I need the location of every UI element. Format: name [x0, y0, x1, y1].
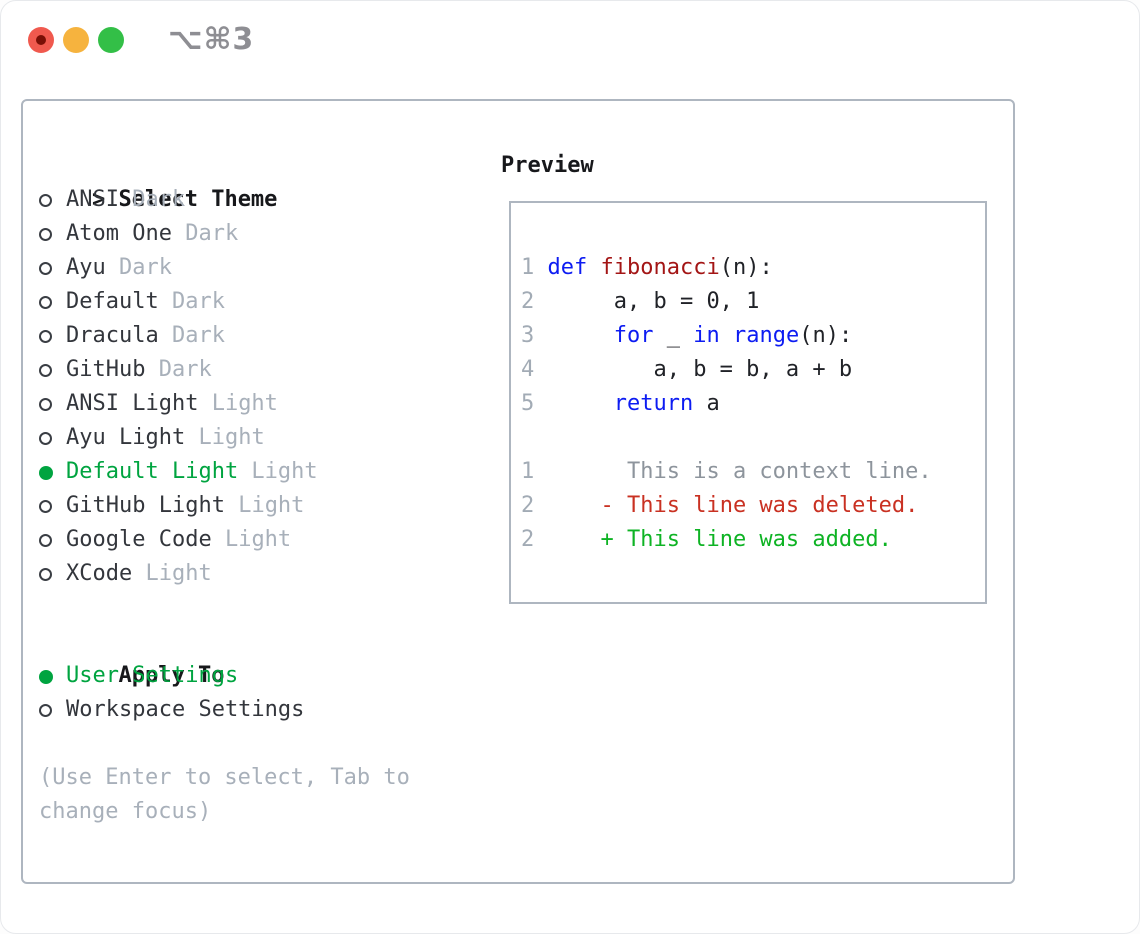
theme-variant-tag: Dark: [105, 255, 172, 280]
prompt-caret: >: [91, 187, 106, 212]
line-number: 4: [521, 357, 535, 382]
help-line: change focus): [39, 799, 212, 824]
apply-option-label: Workspace Settings: [66, 697, 305, 722]
theme-variant-tag: Dark: [158, 289, 225, 314]
radio-icon: [39, 296, 52, 309]
diff-line-context: 1 This is a context line.: [521, 455, 983, 489]
theme-name: Dracula: [66, 323, 159, 348]
radio-icon: [39, 262, 52, 275]
theme-name: GitHub: [66, 357, 146, 382]
apply-to-header: Apply To: [39, 625, 224, 688]
radio-icon: [39, 330, 52, 343]
radio-icon: [39, 432, 52, 445]
code-line: 1 def fibonacci(n):: [521, 255, 773, 280]
line-number: 2: [521, 527, 535, 552]
code-line: 4 a, b = b, a + b: [521, 357, 853, 382]
blank-line: [521, 421, 983, 455]
select-theme-heading: Select Theme: [118, 187, 278, 212]
diff-line-deleted: 2 - This line was deleted.: [521, 489, 983, 523]
preview-heading: Preview: [501, 153, 594, 178]
line-number: 3: [521, 323, 535, 348]
theme-name: Ayu Light: [66, 425, 186, 450]
theme-option-atom-one[interactable]: Atom One Dark: [39, 217, 318, 251]
line-number: 2: [521, 289, 535, 314]
close-button[interactable]: [28, 27, 54, 53]
radio-selected-icon: [39, 669, 53, 684]
zoom-button[interactable]: [98, 27, 124, 53]
preview-pane: 1 def fibonacci(n): 2 a, b = 0, 1 3 for _ …: [509, 201, 987, 604]
theme-variant-tag: Light: [132, 561, 212, 586]
line-number: 5: [521, 391, 535, 416]
radio-icon: [39, 228, 52, 241]
theme-option-ayu-light[interactable]: Ayu Light Light: [39, 421, 318, 455]
theme-name: XCode: [66, 561, 133, 586]
line-number: 2: [521, 493, 535, 518]
theme-option-dracula[interactable]: Dracula Dark: [39, 319, 318, 353]
theme-name: Default: [66, 289, 159, 314]
radio-icon: [39, 194, 52, 207]
apply-option-label: User Settings: [66, 663, 239, 688]
apply-option-workspace-settings[interactable]: Workspace Settings: [39, 693, 304, 727]
theme-name: ANSI Light: [66, 391, 199, 416]
radio-icon: [39, 364, 52, 377]
theme-option-default[interactable]: Default Dark: [39, 285, 318, 319]
theme-variant-tag: Light: [185, 425, 265, 450]
theme-variant-tag: Light: [198, 391, 278, 416]
theme-variant-tag: Light: [224, 493, 305, 518]
diff-text: This line was added.: [626, 527, 892, 552]
radio-selected-icon: [39, 465, 53, 480]
theme-option-github-light[interactable]: GitHub Light Light: [39, 489, 318, 523]
theme-option-ansi-light[interactable]: ANSI Light Light: [39, 387, 318, 421]
diff-text: This line was deleted.: [626, 493, 919, 518]
theme-variant-tag: Dark: [145, 357, 212, 382]
diff-marker: +: [600, 527, 614, 552]
apply-option-user-settings[interactable]: User Settings: [39, 659, 304, 693]
code-line: 2 a, b = 0, 1: [521, 289, 760, 314]
theme-option-xcode[interactable]: XCode Light: [39, 557, 318, 591]
theme-option-ayu[interactable]: Ayu Dark: [39, 251, 318, 285]
theme-name: Default Light: [66, 459, 239, 484]
window-title-shortcut: ⌥⌘3: [168, 22, 255, 57]
line-number: 1: [521, 255, 535, 280]
theme-option-github[interactable]: GitHub Dark: [39, 353, 318, 387]
help-text: (Use Enter to select, Tab to change focu…: [39, 761, 410, 829]
minimize-button[interactable]: [63, 27, 89, 53]
close-button-dot: [36, 35, 46, 45]
radio-icon: [39, 568, 52, 581]
diff-marker: [600, 459, 613, 484]
theme-variant-tag: Light: [211, 527, 292, 552]
theme-name: Ayu: [66, 255, 106, 280]
diff-line-added: 2 + This line was added.: [521, 523, 983, 557]
code-line: 5 return a: [521, 391, 720, 416]
theme-option-ansi[interactable]: ANSI Dark: [39, 183, 318, 217]
preview-content: 1 def fibonacci(n): 2 a, b = 0, 1 3 for _ …: [521, 251, 983, 557]
theme-variant-tag: Dark: [171, 221, 239, 246]
theme-variant-tag: Dark: [118, 187, 186, 212]
theme-name: Atom One: [66, 221, 172, 246]
apply-to-heading: Apply To: [118, 663, 225, 688]
theme-variant-tag: Light: [238, 459, 318, 484]
radio-icon: [39, 500, 52, 513]
radio-icon: [39, 398, 52, 411]
diff-marker: -: [600, 493, 614, 518]
help-line: (Use Enter to select, Tab to: [39, 765, 410, 790]
theme-name: Google Code: [66, 527, 212, 552]
theme-name: ANSI: [66, 187, 119, 212]
theme-variant-tag: Dark: [158, 323, 225, 348]
theme-name: GitHub Light: [66, 493, 225, 518]
line-number: 1: [521, 459, 535, 484]
radio-icon: [39, 534, 52, 547]
select-theme-header: > Select Theme: [39, 149, 277, 212]
theme-option-google-code[interactable]: Google Code Light: [39, 523, 318, 557]
radio-icon: [39, 704, 52, 717]
theme-option-default-light[interactable]: Default Light Light: [39, 455, 318, 489]
diff-text: This is a context line.: [626, 459, 932, 484]
code-line: 3 for _ in range(n):: [521, 323, 853, 348]
